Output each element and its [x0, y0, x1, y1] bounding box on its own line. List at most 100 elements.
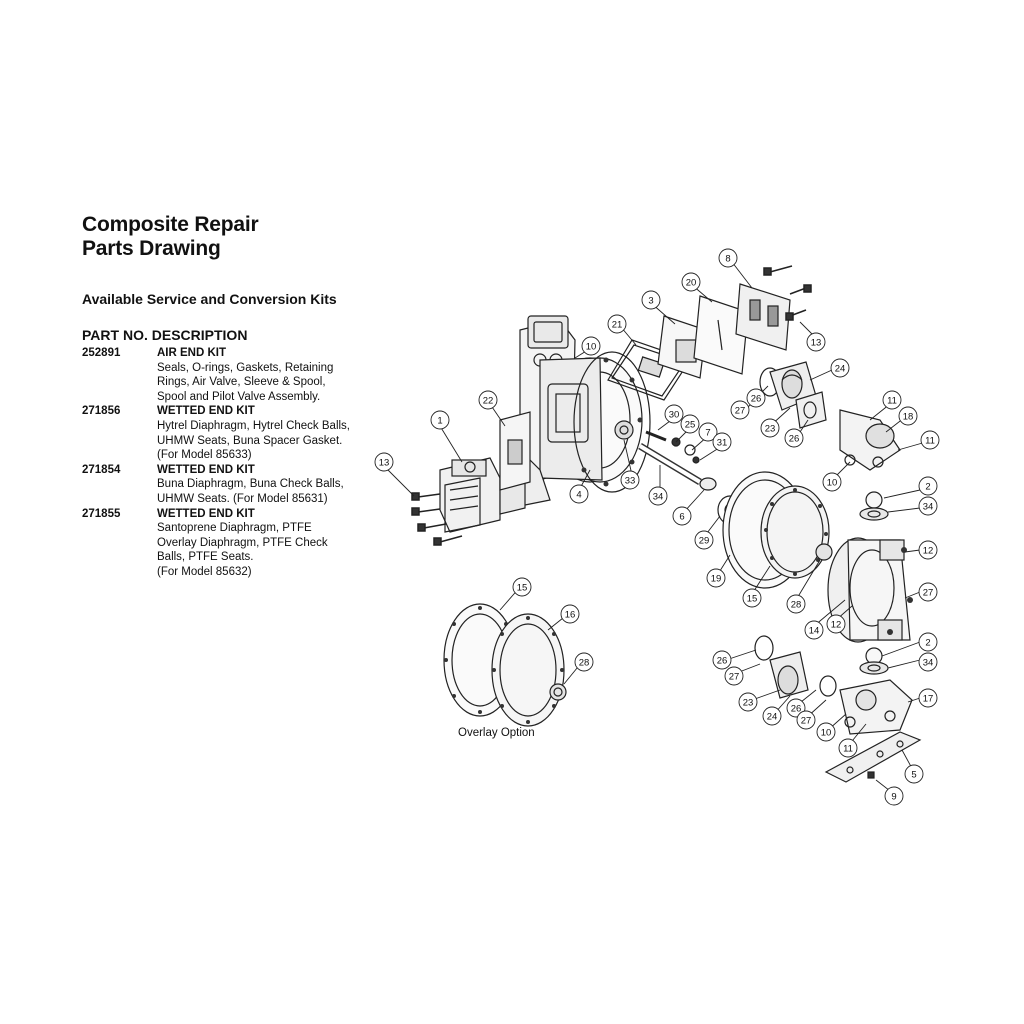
- gasket-plate-22: [499, 411, 531, 491]
- callout-balloon: 30: [664, 404, 684, 424]
- callout-balloon: 23: [738, 692, 758, 712]
- callout-circles: 1132241033342132081330257316291915281412…: [374, 248, 940, 806]
- callout-balloon: 12: [826, 614, 846, 634]
- callout-label: 25: [685, 420, 696, 431]
- callout-label: 12: [831, 620, 842, 631]
- callout-circle: [796, 710, 816, 730]
- callout-circle: [724, 666, 744, 686]
- callout-label: 12: [923, 546, 934, 557]
- shaft-34: [638, 442, 702, 486]
- callout-label: 31: [717, 438, 728, 449]
- callout-label: 28: [791, 600, 802, 611]
- upper-manifold-18: [839, 409, 901, 471]
- callout-label: 19: [711, 574, 722, 585]
- callout-circle: [664, 404, 684, 424]
- callout-circle: [681, 272, 701, 292]
- kit-part-no: 271855: [82, 507, 121, 520]
- diaphragm-15: [760, 485, 830, 579]
- ball-2-lower: [859, 647, 889, 675]
- callout-circle: [712, 432, 732, 452]
- nut-28: [815, 543, 833, 561]
- callout-label: 34: [923, 658, 934, 669]
- callout-circle: [641, 290, 661, 310]
- callout-balloon: 34: [648, 486, 668, 506]
- callout-circle: [760, 418, 780, 438]
- callout-balloon: 26: [784, 428, 804, 448]
- callout-balloon: 9: [884, 786, 904, 806]
- callout-label: 2: [925, 638, 930, 649]
- col-part-no: PART NO.: [82, 327, 148, 343]
- kit-name: WETTED END KIT: [157, 507, 255, 520]
- callout-circle: [816, 722, 836, 742]
- callout-balloon: 15: [512, 577, 532, 597]
- callout-balloon: 24: [830, 358, 850, 378]
- callout-balloon: 10: [816, 722, 836, 742]
- callout-label: 30: [669, 410, 680, 421]
- callout-circle: [574, 652, 594, 672]
- callout-balloon: 11: [920, 430, 940, 450]
- callout-balloon: 29: [694, 530, 714, 550]
- callout-label: 14: [809, 626, 820, 637]
- callout-circle: [607, 314, 627, 334]
- callout-balloon: 1: [430, 410, 450, 430]
- page-title: Composite Repair Parts Drawing: [82, 213, 259, 261]
- kit-part-no: 271856: [82, 405, 121, 418]
- callout-label: 10: [827, 478, 838, 489]
- callout-balloon: 8: [718, 248, 738, 268]
- callout-balloon: 21: [607, 314, 627, 334]
- callout-balloon: 34: [918, 496, 938, 516]
- callout-circle: [718, 248, 738, 268]
- callout-circle: [826, 614, 846, 634]
- lower-manifold-17: [839, 679, 913, 735]
- callout-circle: [680, 414, 700, 434]
- callout-label: 20: [686, 278, 697, 289]
- callout-balloon: 18: [898, 406, 918, 426]
- callout-label: 3: [648, 296, 653, 307]
- callout-balloon: 19: [706, 568, 726, 588]
- kit-part-no: 271854: [82, 463, 121, 476]
- callout-label: 4: [576, 490, 581, 501]
- callout-label: 34: [653, 492, 664, 503]
- callout-label: 21: [612, 320, 623, 331]
- callout-balloon: 23: [760, 418, 780, 438]
- callout-label: 23: [743, 698, 754, 709]
- callout-circle: [920, 430, 940, 450]
- mounting-bracket-5: [824, 731, 922, 783]
- callout-label: 6: [679, 512, 684, 523]
- callout-circle: [918, 632, 938, 652]
- callout-balloon: 17: [918, 688, 938, 708]
- callout-balloon: 13: [374, 452, 394, 472]
- callout-circle: [918, 476, 938, 496]
- callout-balloon: 27: [724, 666, 744, 686]
- valve-cap-8: [735, 283, 791, 351]
- overlay-option-caption: Overlay Option: [458, 727, 535, 739]
- callout-balloon: 20: [681, 272, 701, 292]
- callout-circle: [762, 706, 782, 726]
- callout-circle: [898, 406, 918, 426]
- callout-label: 5: [911, 770, 916, 781]
- callout-balloon: 5: [904, 764, 924, 784]
- callout-balloon: 13: [806, 332, 826, 352]
- callout-balloon: 6: [672, 506, 692, 526]
- callout-circle: [478, 390, 498, 410]
- overlay-diaphragm-16: [491, 613, 565, 727]
- callout-circle: [694, 530, 714, 550]
- callout-circle: [712, 650, 732, 670]
- callout-circle: [746, 388, 766, 408]
- callout-circle: [918, 582, 938, 602]
- title-line-1: Composite Repair: [82, 213, 259, 236]
- fluid-cover: [827, 537, 913, 643]
- callout-label: 10: [586, 342, 597, 353]
- callout-label: 15: [747, 594, 758, 605]
- callout-label: 34: [923, 502, 934, 513]
- valve-cover-3: [657, 315, 707, 379]
- callout-label: 8: [725, 254, 730, 265]
- overlay-nut-28: [549, 683, 567, 701]
- callout-balloon: 33: [620, 470, 640, 490]
- callout-label: 9: [891, 792, 896, 803]
- callout-circle: [569, 484, 589, 504]
- callout-circle: [784, 428, 804, 448]
- callout-balloon: 28: [574, 652, 594, 672]
